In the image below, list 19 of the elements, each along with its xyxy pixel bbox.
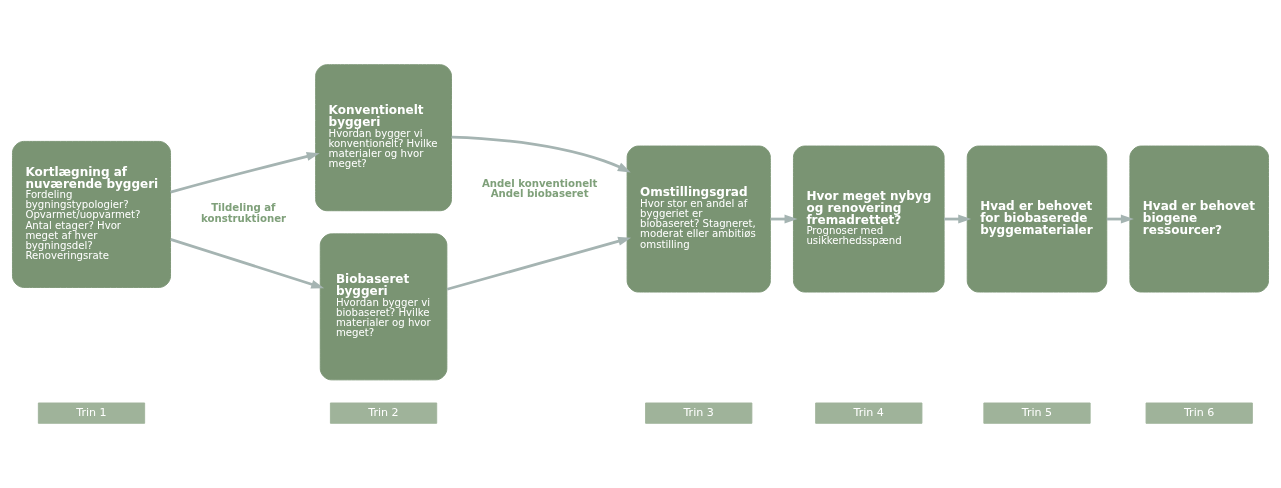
node-box: Trin 2 xyxy=(329,402,438,424)
node-box: Omstillingsgrad Hvor stor en andel af byggeriet er biobaseret? Stagneret, moderat eller ambitiøs omstilling xyxy=(626,145,771,293)
node-box: Hvad er behovet biogene ressourcer? xyxy=(1129,145,1269,293)
node-box: Konventionelt byggeri Hvordan bygger vi konventionelt? Hvilke materialer og hvor meget? xyxy=(315,64,452,212)
node-box: Biobaseret byggeri Hvordan bygger vi biobaseret? Hvilke materialer og hvor meget? xyxy=(319,233,448,381)
node-box: Trin 1 xyxy=(37,402,146,424)
node-box: Trin 5 xyxy=(983,402,1091,424)
node-box: Hvor meget nybyg og renovering fremadrettet? Prognoser med usikkerhedsspænd xyxy=(793,145,945,293)
node-box: Hvad er behovet for biobaserede byggematerialer xyxy=(966,145,1108,293)
label: Andel konventionelt Andel biobaseret xyxy=(481,177,598,199)
arrow xyxy=(170,238,325,289)
arrow xyxy=(170,152,320,194)
node-box: Trin 6 xyxy=(1145,402,1253,424)
node-box: Trin 4 xyxy=(815,402,923,424)
label: Tildeling af konstruktioner xyxy=(201,202,287,224)
arrow xyxy=(451,135,631,173)
arrow xyxy=(446,236,632,291)
node-box: Trin 3 xyxy=(645,402,753,424)
node-box: Kortlægning af nuværende byggeri Fordeling bygningstypologier? Opvarmet/uopvarmet? Antal etager? Hvor meget af hver bygningsdel? Renoveringsrate xyxy=(12,140,171,288)
